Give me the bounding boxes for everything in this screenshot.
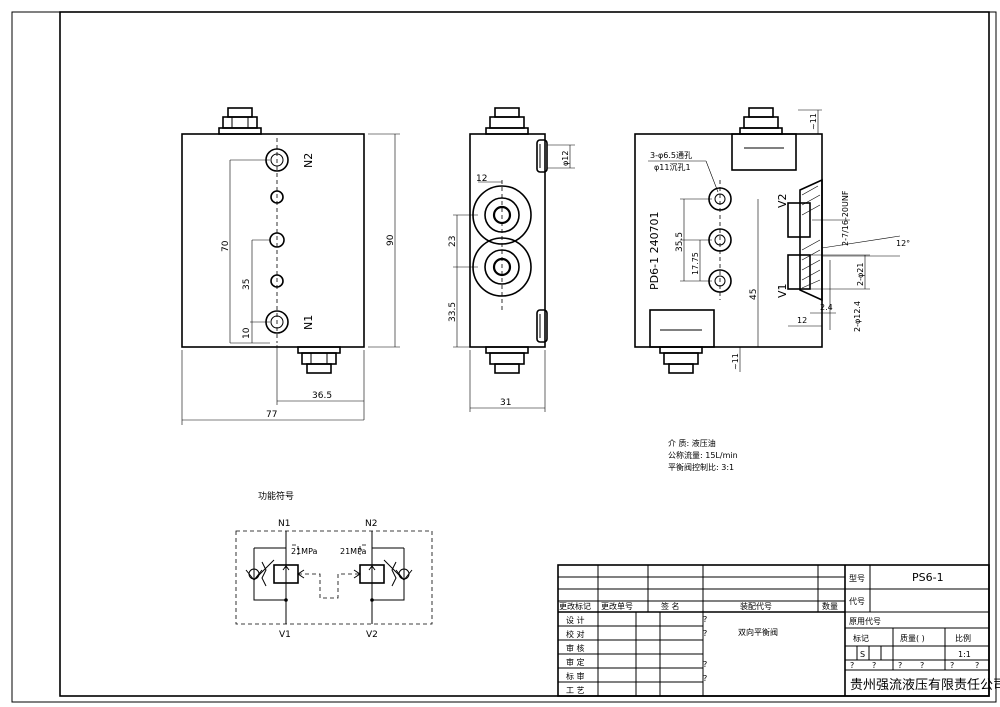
dim-10: 10 — [242, 327, 252, 339]
rev-header-2: 签 名 — [661, 601, 680, 611]
right-dim-11-top: ~11 — [809, 113, 818, 130]
q-mark: ? — [872, 661, 876, 670]
scale-value: 1:1 — [958, 650, 971, 659]
product-name: 双向平衡阀 — [738, 627, 778, 637]
schematic-title: 功能符号 — [258, 490, 294, 502]
code-label: 代号 — [849, 596, 865, 606]
dim-90: 90 — [386, 234, 396, 246]
spec-medium: 介 质: 液压油 — [668, 438, 716, 448]
q-mark: ? — [898, 661, 902, 670]
q-mark: ? — [703, 660, 707, 669]
right-dim-45: 45 — [749, 289, 759, 300]
role-2: 审 核 — [566, 643, 585, 653]
scale-label: 比例 — [955, 633, 971, 643]
schematic-pressure-right: 21MPa — [340, 547, 367, 556]
model-code: PD6-1 240701 — [648, 211, 661, 290]
dim-36-5: 36.5 — [312, 391, 332, 401]
right-view: 3-φ6.5通孔 φ11沉孔1 PD6-1 240701 V2 V1 35.5 … — [634, 107, 910, 374]
side-dim-23: 23 — [448, 236, 458, 247]
schematic-pressure-left: 21MPa — [291, 547, 318, 556]
inner-frame — [59, 11, 990, 697]
role-5: 工 艺 — [566, 686, 585, 695]
company-name: 贵州强流液压有限责任公司 — [850, 678, 1000, 693]
role-3: 审 定 — [566, 657, 585, 667]
rev-header-0: 更改标记 — [559, 601, 591, 611]
side-dim-33-5: 33.5 — [448, 302, 458, 322]
front-view-body — [181, 133, 365, 348]
q-mark: ? — [703, 615, 707, 624]
q-mark: ? — [703, 674, 707, 683]
counterbore-note: φ11沉孔1 — [654, 163, 691, 172]
front-view: N2 N1 70 35 10 90 36.5 77 — [181, 107, 400, 425]
weight-label: 质量( ) — [900, 633, 925, 643]
rev-header-3: 装配代号 — [740, 601, 772, 611]
dim-77: 77 — [266, 410, 277, 420]
phi12-4-note: 2-φ12.4 — [853, 301, 862, 332]
holes-note: 3-φ6.5通孔 — [650, 150, 692, 160]
schematic-n1: N1 — [278, 519, 290, 529]
mark-value: S — [860, 650, 865, 659]
q-mark: ? — [850, 661, 854, 670]
side-dim-31: 31 — [500, 398, 511, 408]
schematic-n2: N2 — [365, 519, 377, 529]
side-view: 12 23 33.5 31 φ12 — [448, 107, 575, 412]
spec-flow: 公称流量: 15L/min — [668, 450, 738, 460]
right-dim-35-5: 35.5 — [675, 232, 685, 252]
hydraulic-schematic: 功能符号 N1 N2 V1 V2 21MPa 21MPa — [235, 490, 433, 640]
side-dim-12: 12 — [476, 174, 487, 184]
role-1: 校 对 — [566, 629, 585, 639]
side-dim-phi12: φ12 — [561, 151, 570, 166]
front-port-n2-label: N2 — [302, 153, 315, 168]
dim-35: 35 — [242, 279, 252, 290]
q-mark: ? — [703, 629, 707, 638]
q-mark: ? — [920, 661, 924, 670]
right-dim-17-75: 17.75 — [691, 252, 700, 275]
front-port-n1-label: N1 — [302, 315, 315, 330]
type-label: 型号 — [849, 574, 865, 583]
right-port-v1-label: V1 — [776, 283, 789, 298]
schematic-boundary — [235, 530, 433, 625]
rev-header-1: 更改单号 — [601, 601, 633, 611]
schematic-v2: V2 — [366, 630, 378, 640]
dim-70: 70 — [221, 240, 231, 252]
q-mark: ? — [950, 661, 954, 670]
right-dim-11-bottom: ~11 — [731, 353, 740, 370]
phi21-note: 2-φ21 — [856, 263, 865, 286]
schematic-v1: V1 — [279, 630, 291, 640]
angle-note: 12° — [896, 239, 910, 248]
dim-2-4: 2.4 — [820, 303, 833, 312]
orig-code-label: 原用代号 — [849, 616, 881, 626]
q-mark: ? — [975, 661, 979, 670]
role-4: 标 审 — [566, 671, 585, 681]
side-view-body — [469, 133, 546, 348]
type-value: PS6-1 — [912, 571, 944, 584]
rev-header-4: 数量 — [822, 601, 838, 611]
title-block: 型号 PS6-1 代号 更改标记 更改单号 签 名 装配代号 数量 设 计 校 … — [557, 564, 1000, 697]
spec-ratio: 平衡阀控制比: 3:1 — [668, 462, 734, 472]
right-port-v2-label: V2 — [776, 193, 789, 208]
thread-note: 2-7/16-20UNF — [841, 190, 850, 246]
role-0: 设 计 — [566, 615, 585, 625]
mark-label: 标记 — [853, 633, 869, 643]
dim-12-right: 12 — [797, 316, 807, 325]
